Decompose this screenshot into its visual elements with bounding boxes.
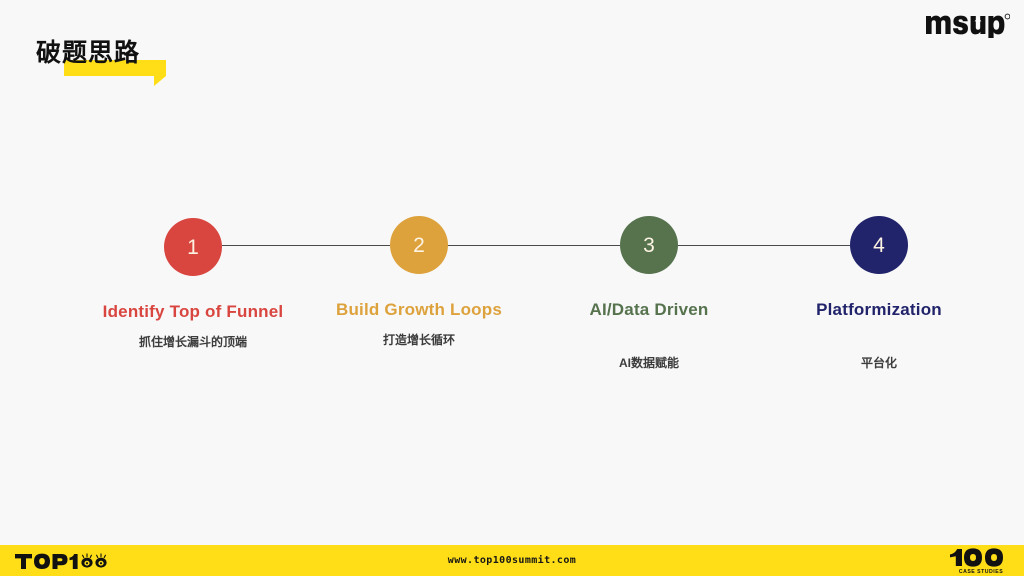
- msup-wordmark-icon: [926, 13, 1010, 38]
- timeline-connector-1-2: [222, 245, 390, 246]
- timeline-step-4[interactable]: 4 Platformization 平台化: [764, 216, 994, 371]
- registered-mark-icon: [1004, 13, 1010, 20]
- step-1-subtitle: 抓住增长漏斗的顶端: [138, 335, 247, 349]
- timeline-step-3[interactable]: 3 AI/Data Driven AI数据赋能: [534, 216, 764, 371]
- case-studies-logo-icon: CASE STUDIES: [950, 547, 1003, 574]
- case-studies-logo: CASE STUDIES: [950, 547, 1012, 574]
- step-4-subtitle: 平台化: [860, 356, 897, 370]
- timeline-connector-3-4: [678, 245, 850, 246]
- msup-logo: [926, 8, 1010, 38]
- case-studies-caption: CASE STUDIES: [959, 569, 1003, 574]
- step-3-subtitle: AI数据赋能: [618, 356, 679, 370]
- step-2-title: Build Growth Loops: [335, 300, 503, 319]
- timeline-step-1[interactable]: 1 Identify Top of Funnel 抓住增长漏斗的顶端: [78, 218, 308, 350]
- footer-url[interactable]: www.top100summit.com: [447, 555, 577, 566]
- step-1-title: Identify Top of Funnel: [102, 302, 284, 321]
- step-2-number: 2: [413, 233, 425, 257]
- step-1-circle[interactable]: 1: [164, 218, 222, 276]
- step-3-title: AI/Data Driven: [589, 300, 709, 319]
- timeline-step-2[interactable]: 2 Build Growth Loops 打造增长循环: [304, 216, 534, 348]
- page-title: 破题思路: [36, 39, 141, 67]
- top100-logo: [14, 550, 114, 572]
- step-2-circle[interactable]: 2: [390, 216, 448, 274]
- title-highlight-tail: [154, 76, 166, 86]
- top100-eye-zero-2: [95, 552, 107, 568]
- step-2-subtitle: 打造增长循环: [382, 333, 455, 347]
- step-1-number: 1: [187, 235, 199, 259]
- step-4-number: 4: [873, 233, 885, 257]
- top100-eye-zero-1: [81, 552, 93, 568]
- top100-logo-icon: [15, 552, 107, 569]
- title-highlight-bar: [64, 60, 166, 76]
- page-title-group: 破题思路: [36, 38, 166, 86]
- timeline-connector-2-3: [448, 245, 620, 246]
- step-4-title: Platformization: [816, 300, 942, 319]
- step-4-circle[interactable]: 4: [850, 216, 908, 274]
- footer-bar: www.top100summit.com CASE STUDIES: [0, 545, 1024, 576]
- step-3-circle[interactable]: 3: [620, 216, 678, 274]
- step-3-number: 3: [643, 233, 655, 257]
